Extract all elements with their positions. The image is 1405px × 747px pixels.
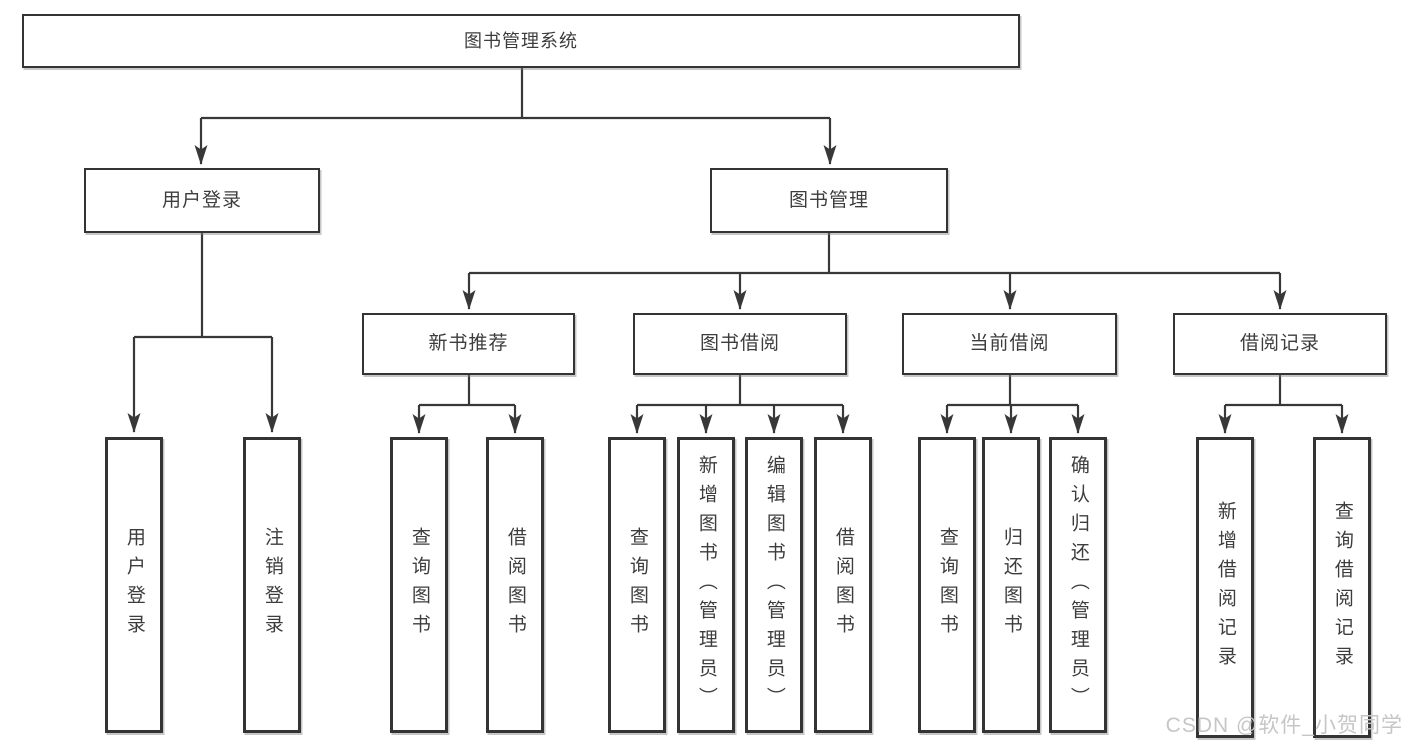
- node-book-management: 图书管理: [710, 168, 948, 233]
- leaf-edit-book-admin: 编辑图书（管理员）: [745, 437, 803, 733]
- leaf-logout: 注销登录: [243, 437, 301, 733]
- csdn-watermark: CSDN @软件_小贺同学: [1165, 714, 1403, 737]
- node-book-borrow: 图书借阅: [633, 313, 847, 375]
- node-current-borrow: 当前借阅: [902, 313, 1117, 375]
- node-borrow-record: 借阅记录: [1173, 313, 1387, 375]
- node-user-login: 用户登录: [84, 168, 320, 233]
- leaf-query-borrow-record: 查询借阅记录: [1313, 437, 1371, 738]
- leaf-add-borrow-record: 新增借阅记录: [1196, 437, 1254, 738]
- leaf-query-book: 查询图书: [390, 437, 448, 733]
- leaf-return-book: 归还图书: [982, 437, 1040, 733]
- leaf-borrow-book: 借阅图书: [486, 437, 544, 733]
- leaf-user-login: 用户登录: [105, 437, 163, 733]
- node-new-book-recommend: 新书推荐: [362, 313, 575, 375]
- node-library-management-system: 图书管理系统: [22, 14, 1020, 68]
- leaf-confirm-return-admin: 确认归还（管理员）: [1049, 437, 1107, 733]
- leaf-query-book-2: 查询图书: [608, 437, 666, 733]
- leaf-borrow-book-2: 借阅图书: [814, 437, 872, 733]
- leaf-query-book-3: 查询图书: [918, 437, 976, 733]
- leaf-add-book-admin: 新增图书（管理员）: [677, 437, 735, 733]
